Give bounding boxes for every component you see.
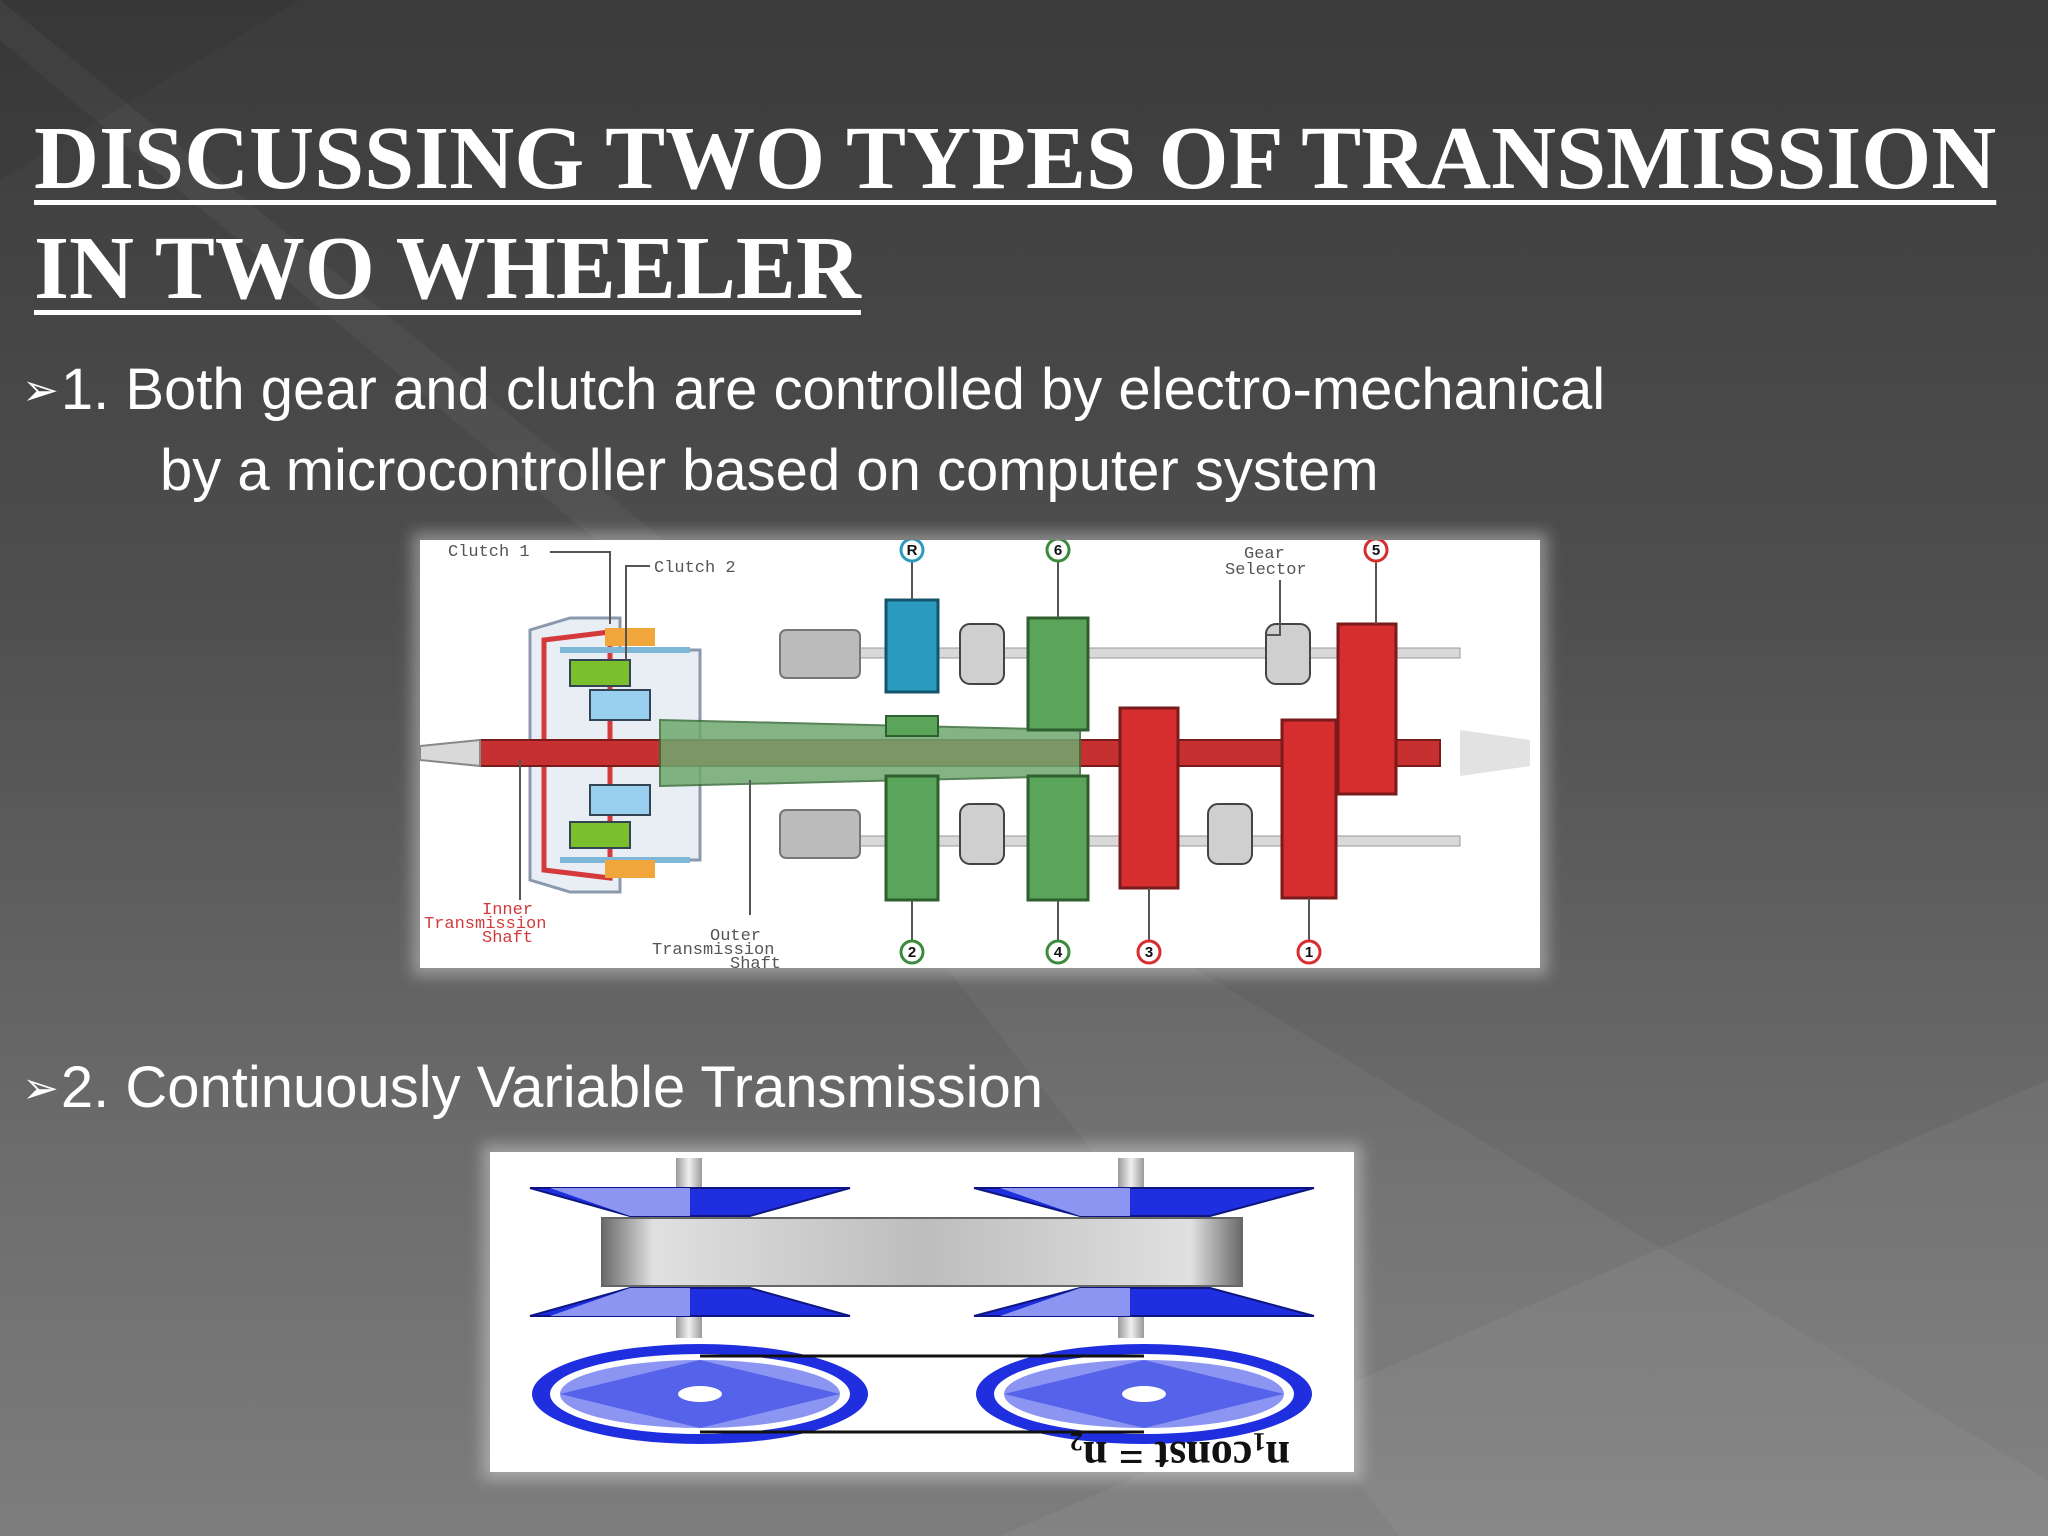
driver-pulley	[529, 1187, 851, 1317]
svg-text:5: 5	[1372, 542, 1380, 559]
gear-marker-r: R	[899, 540, 925, 563]
bullet-item-1: ➢1. Both gear and clutch are controlled …	[22, 352, 1922, 509]
gear-3	[1118, 706, 1180, 890]
gear-6	[1026, 616, 1090, 732]
label-clutch-1: Clutch 1	[448, 543, 530, 562]
gear-marker-3: 3	[1136, 939, 1162, 965]
driver-pulley-front-view	[532, 1344, 868, 1444]
label-inner-line-2: Transmission	[424, 915, 546, 934]
label-outer-line-1: Outer	[710, 927, 761, 946]
gear-marker-5: 5	[1363, 540, 1389, 563]
label-clutch-2: Clutch 2	[654, 559, 736, 578]
gear-1	[1280, 718, 1338, 900]
bullet-2-line-1: 2. Continuously Variable Transmission	[60, 1055, 1044, 1120]
svg-text:4: 4	[1054, 944, 1063, 961]
svg-text:1: 1	[1305, 944, 1313, 961]
gear-marker-2: 2	[899, 939, 925, 965]
svg-text:2: 2	[908, 944, 916, 961]
svg-text:R: R	[907, 542, 918, 559]
label-gear-selector-line-2: Selector	[1225, 561, 1307, 580]
bullet-1-line-1: 1. Both gear and clutch are controlled b…	[60, 357, 1606, 422]
label-outer-line-3: Shaft	[730, 955, 781, 968]
gear-5	[1336, 622, 1398, 796]
label-outer-line-2: Transmission	[652, 941, 774, 960]
driven-pulley-front-view	[976, 1344, 1312, 1444]
dual-clutch-transmission-diagram: Clutch 1 Clutch 2 Gear Selector Inner Tr…	[420, 540, 1540, 968]
label-inner-line-1: Inner	[482, 901, 533, 920]
slide-title: DISCUSSING TWO TYPES OF TRANSMISSION IN …	[34, 109, 1997, 318]
outer-transmission-shaft	[659, 718, 1081, 788]
gear-marker-1: 1	[1296, 939, 1322, 965]
cvt-formula: n₁const = n₂	[1070, 1432, 1290, 1472]
gear-4	[1026, 774, 1090, 902]
arrow-bullet-icon: ➢	[22, 1064, 59, 1113]
gear-marker-4: 4	[1045, 939, 1071, 965]
reverse-gear	[884, 598, 940, 694]
cvt-pulley-diagram: n₁const = n₂	[490, 1152, 1354, 1472]
arrow-bullet-icon: ➢	[22, 366, 59, 415]
svg-text:3: 3	[1145, 944, 1153, 961]
bullet-item-2: ➢2. Continuously Variable Transmission	[22, 1050, 1522, 1131]
label-gear-selector-line-1: Gear	[1244, 545, 1285, 564]
bullet-1-line-2: by a microcontroller based on computer s…	[160, 438, 1379, 503]
gear-marker-6: 6	[1045, 540, 1071, 563]
cvt-belt	[601, 1217, 1243, 1287]
driven-pulley	[973, 1187, 1315, 1317]
gear-2	[884, 774, 940, 902]
svg-text:6: 6	[1054, 542, 1062, 559]
label-inner-line-3: Shaft	[482, 929, 533, 948]
